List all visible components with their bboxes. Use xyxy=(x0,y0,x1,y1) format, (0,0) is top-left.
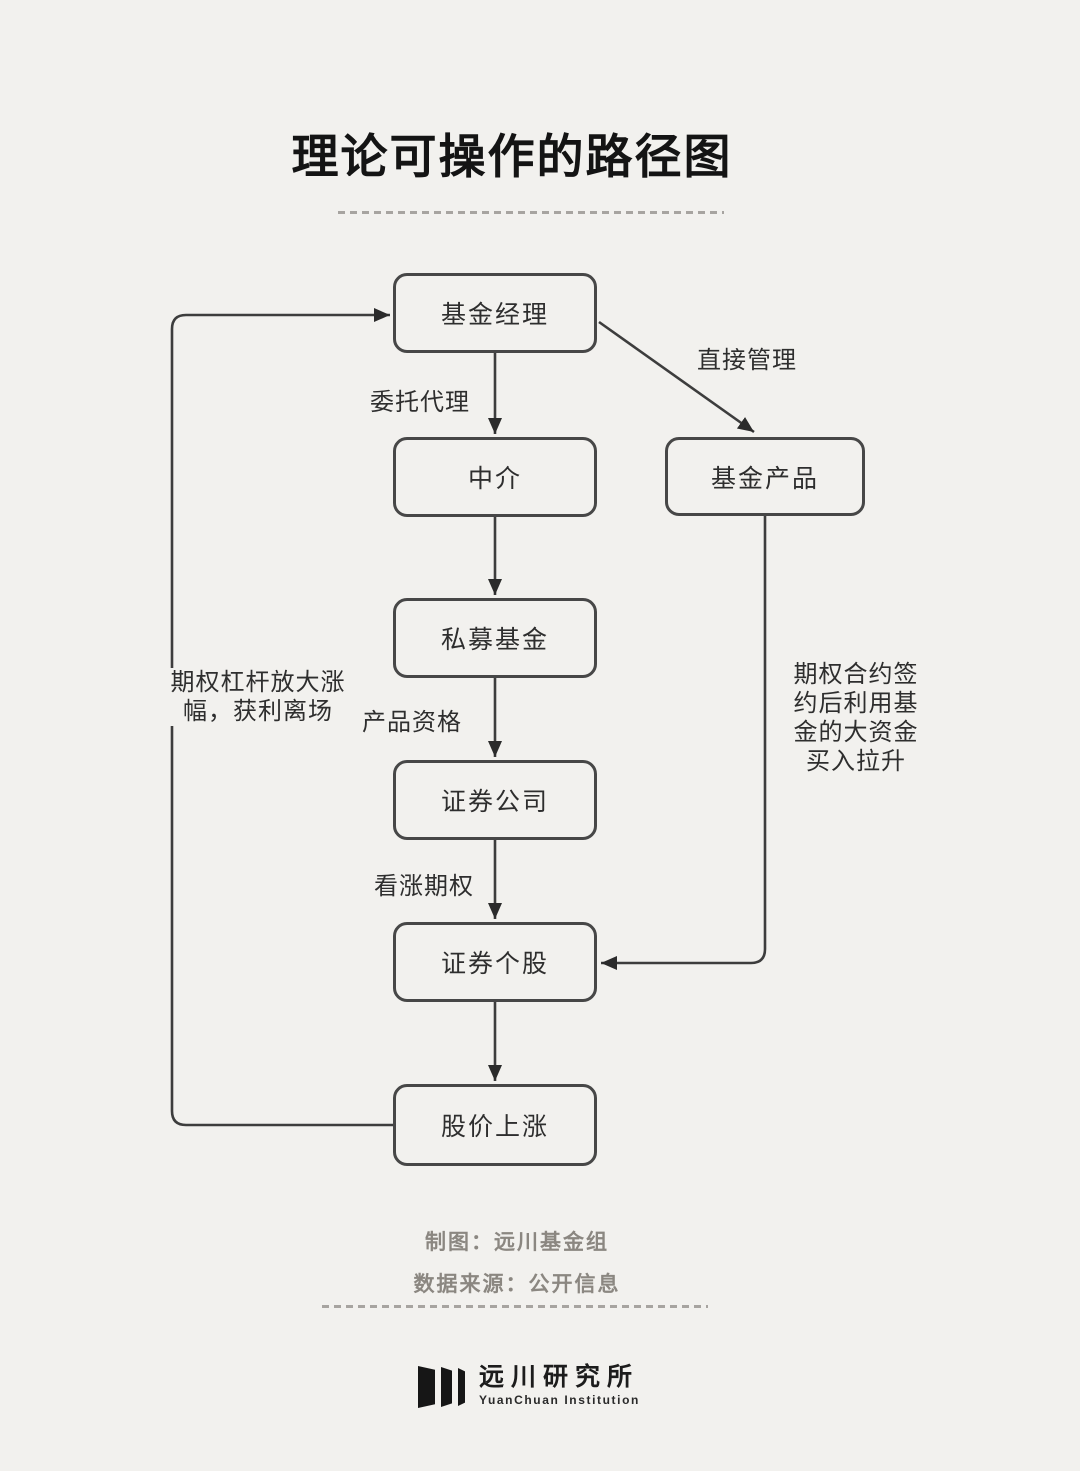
logo-name-cn: 远川研究所 xyxy=(479,1363,640,1391)
edge-label-option-leverage-exit: 期权杠杆放大涨 幅，获利离场 xyxy=(158,668,358,726)
node-label: 中介 xyxy=(467,465,522,493)
footer-credit-line: 制图：远川基金组 xyxy=(425,1231,609,1254)
node-individual-stock: 证券个股 xyxy=(393,922,597,1002)
edge-label-option-contract-pump: 期权合约签 约后利用基 金的大资金 买入拉升 xyxy=(793,661,919,775)
yuanchuan-logo: 远川研究所 YuanChuan Institution xyxy=(418,1363,640,1408)
node-private-fund: 私募基金 xyxy=(393,598,597,678)
edge-label-entrust-agency: 委托代理 xyxy=(370,382,470,417)
node-label: 基金经理 xyxy=(440,301,549,329)
node-fund-product: 基金产品 xyxy=(665,437,865,516)
edge-fund-manager-to-fund-product xyxy=(598,320,755,434)
divider-dashed-bottom xyxy=(322,1305,708,1308)
logo-bars-icon xyxy=(418,1366,471,1408)
edge-label-direct-management: 直接管理 xyxy=(697,340,797,375)
node-intermediary: 中介 xyxy=(393,437,597,517)
node-stock-price-rise: 股价上涨 xyxy=(393,1084,597,1166)
node-label: 证券公司 xyxy=(440,788,549,816)
page-title: 理论可操作的路径图 xyxy=(291,130,733,183)
node-fund-manager: 基金经理 xyxy=(393,273,597,353)
edge-fund-product-to-individual-stock xyxy=(601,516,767,970)
logo-text: 远川研究所 YuanChuan Institution xyxy=(479,1363,640,1407)
node-label: 私募基金 xyxy=(440,626,549,654)
node-securities-company: 证券公司 xyxy=(393,760,597,840)
edge-label-call-option: 看涨期权 xyxy=(374,866,474,901)
node-label: 基金产品 xyxy=(710,464,819,493)
logo-name-en: YuanChuan Institution xyxy=(479,1393,640,1407)
node-label: 证券个股 xyxy=(440,950,549,978)
divider-dashed-top xyxy=(338,211,724,214)
footer-source-line: 数据来源：公开信息 xyxy=(413,1273,621,1296)
footer-credits: 制图：远川基金组 数据来源：公开信息 xyxy=(0,1226,1034,1310)
node-label: 股价上涨 xyxy=(440,1113,549,1141)
edge-label-product-qualification: 产品资格 xyxy=(362,702,462,737)
